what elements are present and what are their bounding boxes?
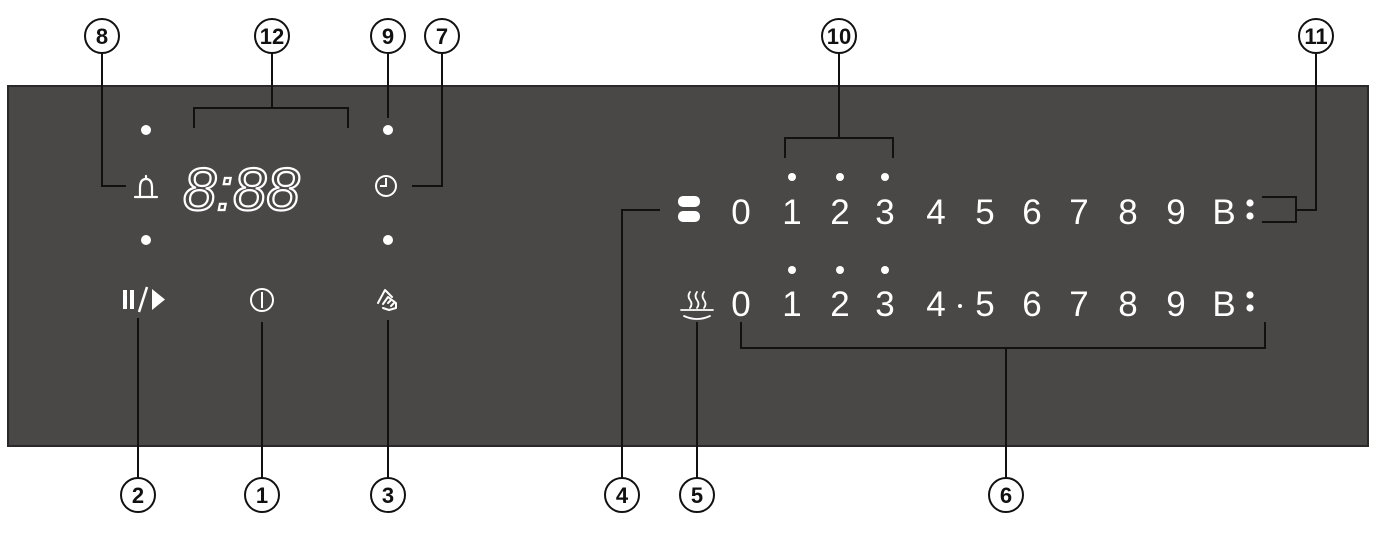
callout-10: 10 [821,18,857,54]
leader-7 [412,52,443,187]
bell-icon[interactable] [133,174,159,199]
zone-select-icon[interactable] [678,196,700,222]
clock-icon[interactable] [375,175,397,197]
power-level-1[interactable]: 1 [782,285,801,324]
level-dot-2 [836,173,844,181]
callout-12: 12 [254,18,290,54]
leader-10 [784,52,894,158]
power-level-6[interactable]: 6 [1022,193,1041,232]
power-level-7[interactable]: 7 [1069,193,1088,232]
level-dot-1 [788,173,796,181]
callout-7: 7 [424,18,460,54]
power-level-1[interactable]: 1 [782,193,801,232]
timer-dot-bottom [141,235,151,245]
leader-lines [101,52,1317,478]
callout-number: 1 [256,483,268,508]
callout-number: 2 [132,483,144,508]
callout-number: 8 [96,24,108,49]
callout-1: 1 [244,477,280,513]
callout-number: 10 [827,24,851,49]
hand-lock-icon[interactable] [377,289,397,311]
level-dot-2 [836,266,844,274]
power-level-4[interactable]: 4 [926,193,945,232]
pause-play-icon[interactable] [123,286,165,313]
callout-8: 8 [84,18,120,54]
timer-dot-top [141,125,151,135]
power-level-2[interactable]: 2 [830,285,849,324]
glass-panel [7,85,1369,447]
callout-number: 9 [382,24,394,49]
boost-colon-bottom [1246,304,1254,312]
indicator-dots [141,125,393,245]
power-level-9[interactable]: 9 [1166,285,1185,324]
level-dot-3 [881,173,889,181]
callout-number: 5 [691,483,703,508]
callout-number: 6 [1000,483,1012,508]
callout-3: 3 [370,477,406,513]
power-level-9[interactable]: 9 [1166,193,1185,232]
keep-warm-icon[interactable] [680,291,714,320]
callout-number: 4 [616,483,629,508]
leader-11 [1262,52,1317,223]
power-level-8[interactable]: 8 [1118,285,1137,324]
callout-6: 6 [988,477,1024,513]
clock-dot-bottom [383,235,393,245]
power-level-0[interactable]: 0 [731,285,750,324]
callout-5: 5 [679,477,715,513]
power-level-0[interactable]: 0 [731,193,750,232]
callout-4: 4 [604,477,640,513]
power-level-5[interactable]: 5 [975,285,994,324]
power-level-6[interactable]: 6 [1022,285,1041,324]
boost-colon-bottom [1246,212,1254,220]
leader-6 [740,322,1266,478]
power-level-8[interactable]: 8 [1118,193,1137,232]
callout-11: 11 [1298,18,1334,54]
power-level-4[interactable]: 4 [926,285,945,324]
power-level-5[interactable]: 5 [975,193,994,232]
scale-separator-dot [958,304,962,308]
level-dot-3 [881,266,889,274]
power-level-7[interactable]: 7 [1069,285,1088,324]
clock-dot-top [383,125,393,135]
leader-12 [193,52,349,128]
power-icon[interactable] [250,288,274,312]
seven-segment-display: 8:88 [183,156,300,223]
boost-colon-top [1246,199,1254,207]
power-level-3[interactable]: 3 [875,285,894,324]
boost-label[interactable]: B [1212,285,1235,324]
callout-2: 2 [120,477,156,513]
leader-4 [621,209,660,478]
callout-number: 12 [260,24,284,49]
leader-8 [101,52,126,187]
callout-9: 9 [370,18,406,54]
callout-number: 7 [436,24,448,49]
level-dot-1 [788,266,796,274]
boost-label[interactable]: B [1212,193,1235,232]
power-level-2[interactable]: 2 [830,193,849,232]
power-level-3[interactable]: 3 [875,193,894,232]
callout-number: 11 [1304,24,1327,49]
boost-colon-top [1246,291,1254,299]
callout-number: 3 [382,483,394,508]
